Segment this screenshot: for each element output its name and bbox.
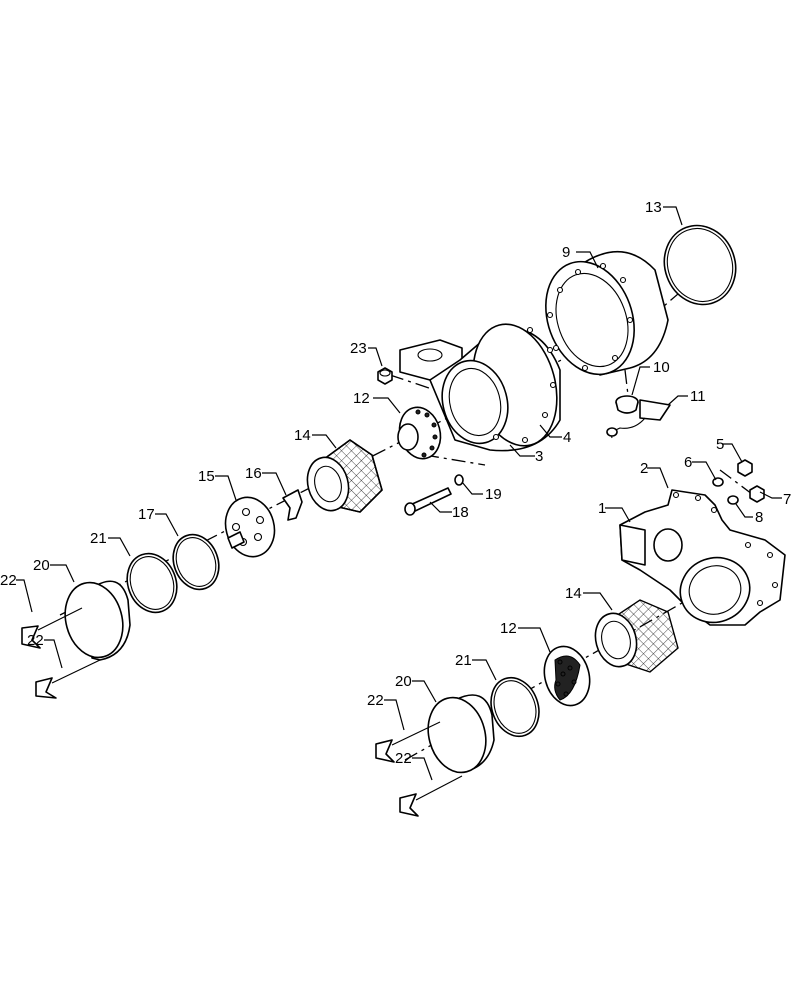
callout-20-upper: 20: [33, 557, 50, 574]
callout-11: 11: [690, 388, 706, 405]
callout-3: 3: [535, 448, 543, 465]
o-ring-large: [663, 224, 737, 306]
o-ring-lower: [490, 676, 540, 738]
callout-14-upper: 14: [294, 427, 311, 444]
callout-7: 7: [783, 491, 791, 508]
callout-1: 1: [598, 500, 606, 517]
callout-22-lower-2: 22: [395, 750, 412, 767]
callout-18: 18: [452, 504, 469, 521]
callout-17: 17: [138, 506, 155, 523]
callout-14-lower: 14: [565, 585, 582, 602]
callout-8: 8: [755, 509, 763, 526]
bolt: [404, 474, 464, 516]
fasteners-lower: [712, 459, 765, 505]
callout-21-lower: 21: [455, 652, 472, 669]
o-ring-upper-17: [172, 533, 220, 591]
cover-lower: [427, 694, 495, 774]
wing-bolt-upper-2: [35, 659, 101, 699]
callout-15: 15: [198, 468, 215, 485]
callout-2: 2: [640, 460, 648, 477]
callout-6: 6: [684, 454, 692, 471]
callout-19: 19: [485, 486, 502, 503]
filter-element-lower: [594, 599, 679, 673]
callout-22-upper-1: 22: [0, 572, 17, 589]
callout-23: 23: [350, 340, 367, 357]
perforated-plate-lower: [543, 645, 591, 707]
callout-22-lower-1: 22: [367, 692, 384, 709]
sensor-wire: [606, 399, 671, 439]
clip: [282, 489, 303, 521]
wing-bolt-upper-1: [21, 607, 83, 649]
callout-20-lower: 20: [395, 673, 412, 690]
callout-9: 9: [562, 244, 570, 261]
end-plate: [224, 496, 276, 558]
callout-12-lower: 12: [500, 620, 517, 637]
callout-10: 10: [653, 359, 670, 376]
perforated-plate-upper: [397, 406, 442, 460]
wing-bolt-lower-2: [399, 775, 463, 817]
grommet: [615, 395, 639, 414]
callout-13: 13: [645, 199, 662, 216]
callout-labels: 1 2 3 4 5 6 7 8 9 10 11 12 12 13 14 14 1…: [0, 199, 791, 767]
housing-main: [399, 323, 561, 452]
callout-4: 4: [563, 429, 571, 446]
callout-5: 5: [716, 436, 724, 453]
wing-bolt-lower-1: [375, 721, 441, 763]
callout-12-upper: 12: [353, 390, 370, 407]
cover-upper: [64, 580, 131, 661]
housing-cylinder: [545, 250, 669, 376]
callout-16: 16: [245, 465, 262, 482]
callout-22-upper-2: 22: [27, 632, 44, 649]
leader-lines: [16, 206, 782, 781]
callout-21-upper: 21: [90, 530, 107, 547]
housing-lower: [619, 489, 786, 626]
nut: [377, 367, 393, 385]
o-ring-upper-21: [126, 552, 178, 614]
filter-element-upper: [306, 439, 383, 513]
